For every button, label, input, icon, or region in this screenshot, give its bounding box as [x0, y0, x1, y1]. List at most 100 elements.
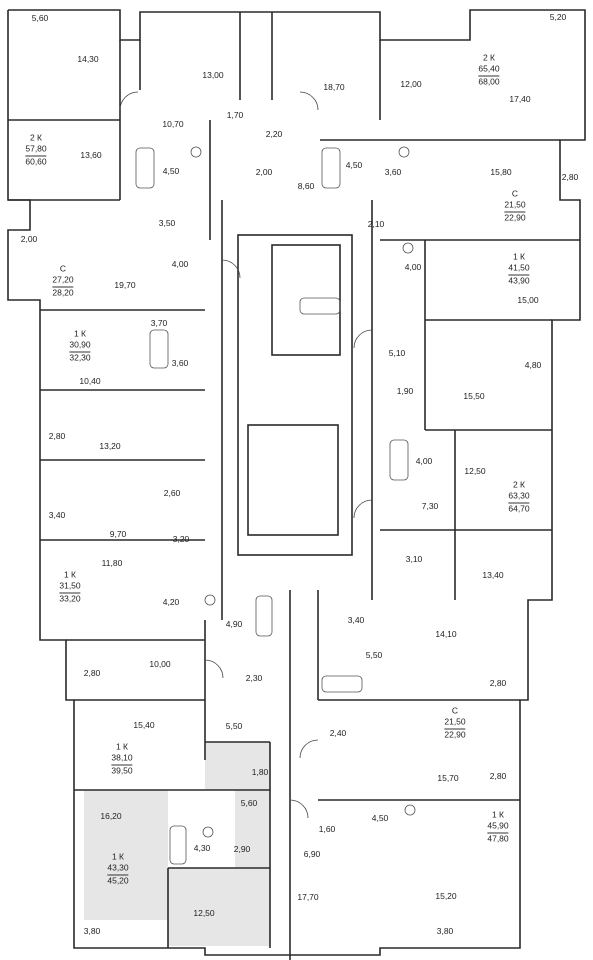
bathtub — [321, 147, 341, 189]
room-area: 2,90 — [233, 844, 251, 854]
room-area: 2,60 — [163, 488, 181, 498]
apartment-type: 1 К — [512, 251, 526, 262]
sink — [402, 242, 414, 254]
room-area: 5,60 — [31, 13, 49, 23]
bathtub — [169, 825, 187, 865]
room-area: 4,20 — [162, 597, 180, 607]
room-area: 4,50 — [371, 813, 389, 823]
room-area: 10,40 — [79, 376, 101, 386]
room-area: 15,80 — [490, 167, 512, 177]
apartment-living-area: 57,80 — [25, 143, 47, 154]
room-area: 17,40 — [509, 94, 531, 104]
room-area: 7,30 — [421, 501, 439, 511]
apartment-total-area: 22,90 — [444, 728, 466, 740]
door-swing — [221, 259, 241, 279]
room-area: 1,80 — [251, 767, 269, 777]
apartment-type: 2 К — [29, 132, 43, 143]
room-area: 3,20 — [172, 534, 190, 544]
room-area: 15,40 — [133, 720, 155, 730]
room-area: 2,80 — [83, 668, 101, 678]
sink — [404, 804, 416, 816]
room-area: 15,70 — [437, 773, 459, 783]
room-area: 4,00 — [171, 259, 189, 269]
room-area: 5,50 — [225, 721, 243, 731]
room-area: 4,50 — [345, 160, 363, 170]
room-area: 3,50 — [158, 218, 176, 228]
staircase — [271, 244, 341, 356]
apartment-type: 2 К — [482, 52, 496, 63]
apartment-type: 1 К — [491, 809, 505, 820]
apartment-living-area: 38,10 — [111, 752, 133, 763]
room-area: 5,20 — [549, 12, 567, 22]
room-area: 14,30 — [77, 54, 99, 64]
room-area: 3,10 — [405, 554, 423, 564]
room-area: 13,40 — [482, 570, 504, 580]
apartment-living-area: 43,30 — [107, 862, 129, 873]
apartment-total-area: 47,80 — [487, 832, 509, 844]
door-swing — [289, 799, 309, 819]
room-area: 3,80 — [436, 926, 454, 936]
door-swing — [353, 499, 373, 519]
bathtub — [321, 675, 363, 693]
room-area: 3,60 — [171, 358, 189, 368]
bathtub — [135, 147, 155, 189]
door-swing — [299, 739, 319, 759]
room-area: 8,60 — [297, 181, 315, 191]
room-area: 1,90 — [396, 386, 414, 396]
sink — [398, 146, 410, 158]
room-area: 3,60 — [384, 167, 402, 177]
apartment-type: 2 К — [512, 479, 526, 490]
room-area: 4,00 — [404, 262, 422, 272]
highlighted-apartment — [235, 790, 270, 868]
sink — [204, 594, 216, 606]
room-area: 10,00 — [149, 659, 171, 669]
apartment-living-area: 27,20 — [52, 274, 74, 285]
room-area: 5,60 — [240, 798, 258, 808]
highlighted-apartment — [168, 868, 270, 946]
apartment-living-area: 21,50 — [504, 199, 526, 210]
room-area: 12,50 — [193, 908, 215, 918]
apartment-living-area: 31,50 — [59, 580, 81, 591]
apartment-total-area: 33,20 — [59, 592, 81, 604]
bathtub — [389, 439, 409, 481]
room-area: 2,30 — [245, 673, 263, 683]
apartment-type: С — [511, 188, 519, 199]
room-area: 5,10 — [388, 348, 406, 358]
room-area: 2,10 — [367, 219, 385, 229]
elevator-block — [247, 424, 339, 536]
apartment-type: 1 К — [73, 328, 87, 339]
door-swing — [204, 659, 224, 679]
room-area: 13,20 — [99, 441, 121, 451]
room-area: 12,50 — [464, 466, 486, 476]
room-area: 15,50 — [463, 391, 485, 401]
apartment-living-area: 65,40 — [478, 63, 500, 74]
apartment-type: С — [59, 263, 67, 274]
room-area: 15,00 — [517, 295, 539, 305]
apartment-living-area: 21,50 — [444, 716, 466, 727]
room-area: 12,00 — [400, 79, 422, 89]
apartment-total-area: 43,90 — [508, 274, 530, 286]
apartment-type: 1 К — [115, 741, 129, 752]
room-area: 2,00 — [20, 234, 38, 244]
room-area: 4,30 — [193, 843, 211, 853]
room-area: 2,00 — [255, 167, 273, 177]
room-area: 3,40 — [347, 615, 365, 625]
room-area: 3,40 — [48, 510, 66, 520]
room-area: 2,80 — [561, 172, 579, 182]
room-area: 5,50 — [365, 650, 383, 660]
room-area: 10,70 — [162, 119, 184, 129]
room-area: 2,20 — [265, 129, 283, 139]
room-area: 4,80 — [524, 360, 542, 370]
room-area: 4,50 — [162, 166, 180, 176]
room-area: 18,70 — [323, 82, 345, 92]
apartment-type: 1 К — [111, 851, 125, 862]
apartment-total-area: 60,60 — [25, 155, 47, 167]
